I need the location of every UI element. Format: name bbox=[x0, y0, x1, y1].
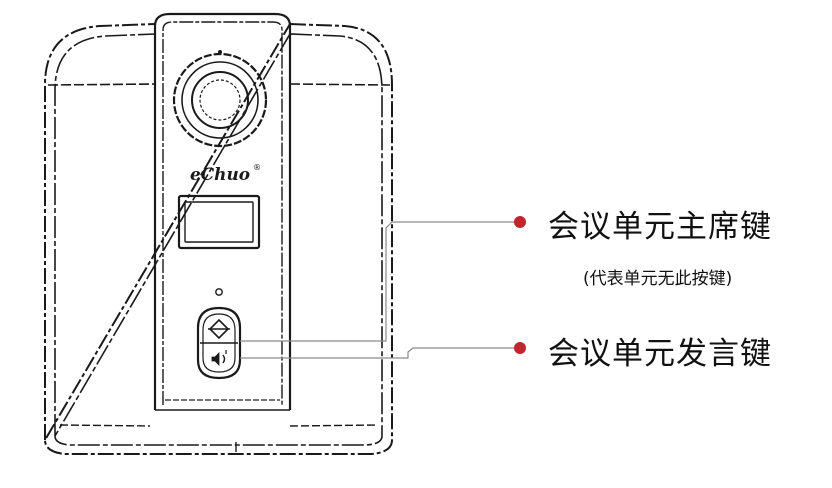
front-panel bbox=[153, 12, 292, 411]
leader-lines bbox=[240, 221, 520, 359]
speak-key-label: 会议单元发言键 bbox=[548, 336, 772, 372]
chairman-key[interactable] bbox=[208, 318, 230, 340]
chairman-key-note: (代表单元无此按键) bbox=[583, 269, 733, 289]
speak-key[interactable] bbox=[211, 350, 227, 366]
leader-line-speak bbox=[240, 347, 520, 359]
speaker-icon bbox=[211, 350, 227, 366]
callout-dot-speak bbox=[514, 342, 526, 354]
diamond-icon bbox=[208, 318, 230, 340]
indicator-light bbox=[215, 288, 223, 296]
brand-logo: eChuo bbox=[190, 165, 250, 185]
button-housing bbox=[196, 306, 242, 380]
display-window bbox=[177, 194, 261, 250]
chairman-key-label: 会议单元主席键 bbox=[548, 209, 772, 245]
microphone-socket bbox=[172, 50, 268, 148]
logo-trademark: ® bbox=[253, 163, 261, 172]
leader-line-chairman bbox=[240, 221, 520, 342]
device-housing bbox=[43, 22, 393, 455]
callout-dot-chairman bbox=[514, 216, 526, 228]
